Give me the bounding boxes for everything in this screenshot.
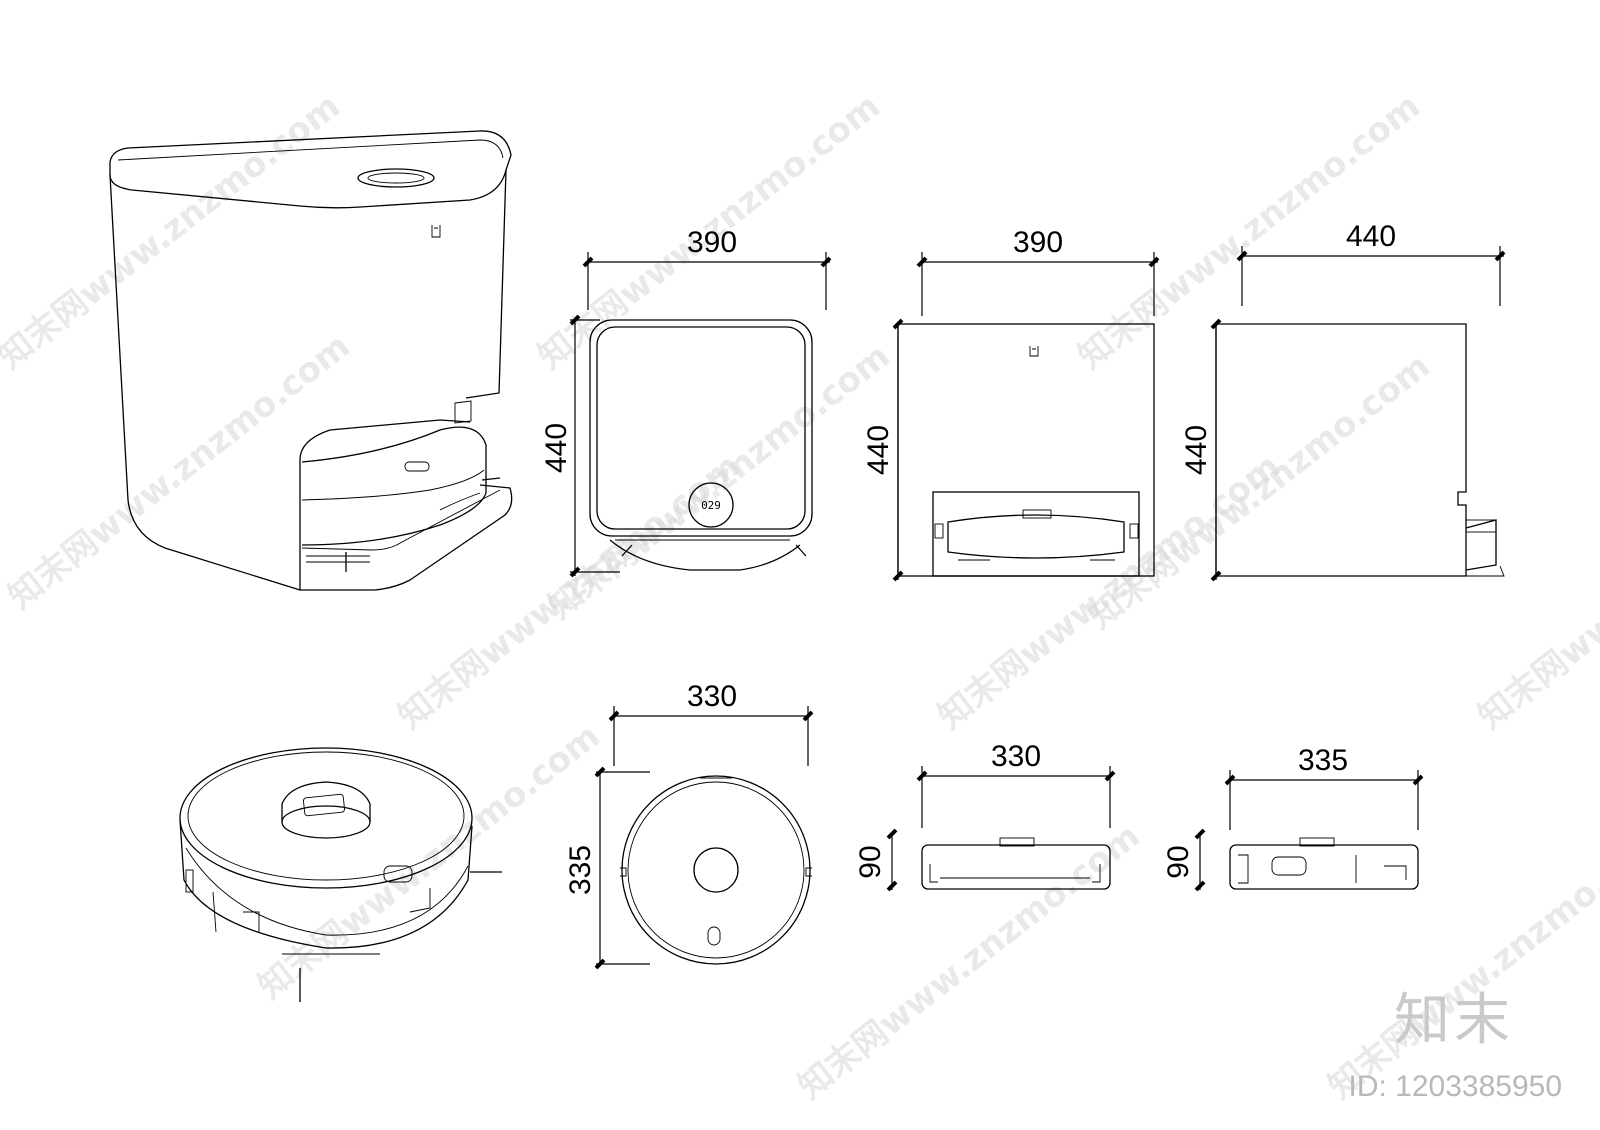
robot-top-width-label: 330 bbox=[687, 680, 737, 713]
dock-top-view: 029 bbox=[569, 252, 832, 578]
robot-top-depth-label: 335 bbox=[564, 845, 597, 895]
watermark-text: 知末网www.znzmo.com bbox=[1471, 446, 1600, 737]
brand-logo: 知末 bbox=[1394, 988, 1514, 1053]
dock-front-height-label: 440 bbox=[862, 425, 895, 475]
watermark-text: 知末网www.znzmo.com bbox=[251, 716, 608, 1007]
dock-display-readout: 029 bbox=[701, 499, 721, 512]
robot-front-height-label: 90 bbox=[854, 845, 887, 878]
watermark-text: 知末网www.znzmo.com bbox=[1, 326, 358, 617]
watermark-text: 知末网www.znzmo.com bbox=[931, 446, 1288, 737]
image-id-label: ID: 1203385950 bbox=[1348, 1070, 1562, 1103]
robot-front-width-label: 330 bbox=[991, 740, 1041, 773]
robot-perspective-view bbox=[179, 747, 502, 1002]
dock-side-width-label: 440 bbox=[1346, 220, 1396, 253]
watermark-text: 知末网www.znzmo.com bbox=[0, 86, 348, 377]
dock-front-view bbox=[892, 252, 1160, 582]
robot-front-view bbox=[886, 766, 1116, 892]
robot-side-width-label: 335 bbox=[1298, 744, 1348, 777]
dock-top-depth-label: 440 bbox=[540, 423, 573, 473]
robot-side-view bbox=[1194, 770, 1424, 892]
dock-front-width-label: 390 bbox=[1013, 226, 1063, 259]
robot-side-height-label: 90 bbox=[1162, 845, 1195, 878]
dock-top-width-label: 390 bbox=[687, 226, 737, 259]
dock-perspective-view bbox=[109, 130, 513, 591]
robot-top-view bbox=[594, 706, 814, 970]
dock-side-view bbox=[1210, 246, 1506, 582]
watermark-text: 知末网www.znzmo.com bbox=[791, 816, 1148, 1107]
dock-side-height-label: 440 bbox=[1180, 425, 1213, 475]
watermark-text: 知末网www.znzmo.com bbox=[1321, 816, 1600, 1107]
